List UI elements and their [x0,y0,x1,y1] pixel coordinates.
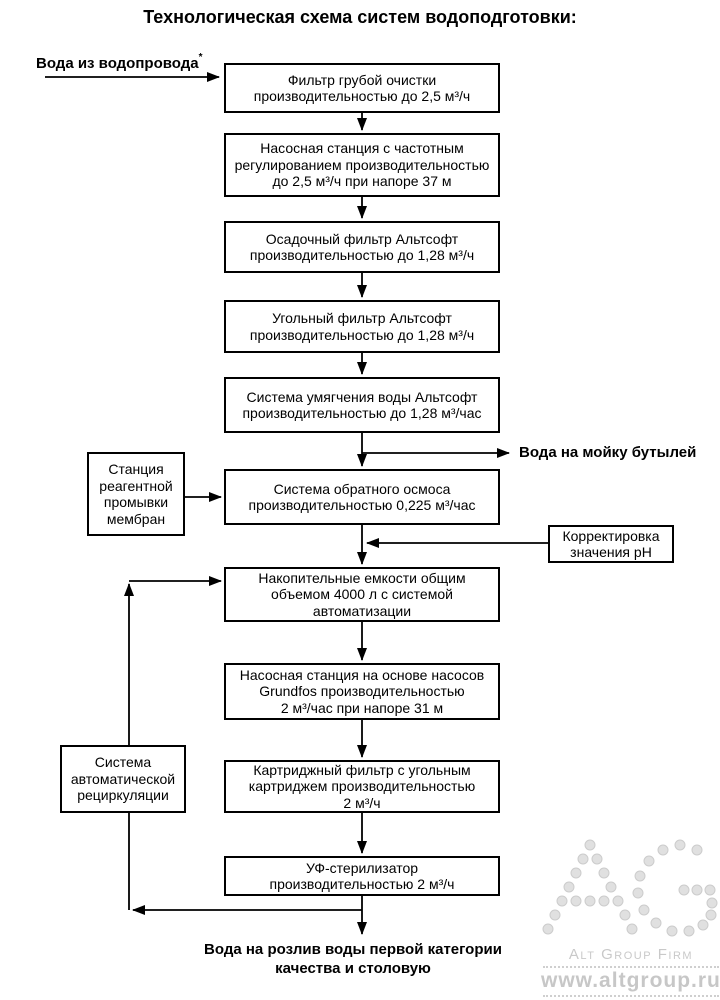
step-box-pump-station-2: Насосная станция на основе насосов Grund… [224,663,500,720]
side-box-ph-correction: Корректировка значения pH [548,525,674,563]
watermark-firm-name: Alt Group Firm [568,946,694,963]
step-box-pump-station-1: Насосная станция с частотным регулирован… [224,133,500,197]
label-final-output: Вода на розлив воды первой категории кач… [204,941,502,977]
label-water-source-text: Вода из водопровода [36,55,199,72]
step-box-reverse-osmosis: Система обратного осмоса производительно… [224,469,500,525]
step-box-sediment-filter: Осадочный фильтр Альтсофт производительн… [224,221,500,273]
label-water-source: Вода из водопровода* [36,51,203,73]
side-box-recirculation-system: Система автоматической рециркуляции [60,745,186,813]
step-box-storage-tanks: Накопительные емкости общим объемом 4000… [224,567,500,622]
ag-logo-watermark [542,839,718,937]
step-box-coarse-filter: Фильтр грубой очистки производительность… [224,63,500,113]
watermark-divider-bottom [543,995,719,997]
page-title: Технологическая схема систем водоподгото… [143,7,577,27]
step-box-carbon-filter: Угольный фильтр Альтсофт производительно… [224,300,500,353]
label-water-source-footnote-mark: * [198,52,203,63]
side-box-reagent-wash-station: Станция реагентной промывки мембран [87,452,185,536]
step-box-uv-sterilizer: УФ-стерилизатор производительностью 2 м³… [224,856,500,896]
watermark-url: www.altgroup.ru [541,969,720,992]
step-box-softening-system: Система умягчения воды Альтсофт производ… [224,377,500,433]
step-box-cartridge-filter: Картриджный фильтр с угольным картриджем… [224,760,500,813]
watermark-divider-top [543,966,719,968]
label-bottle-wash-output: Вода на мойку бутылей [519,444,697,461]
